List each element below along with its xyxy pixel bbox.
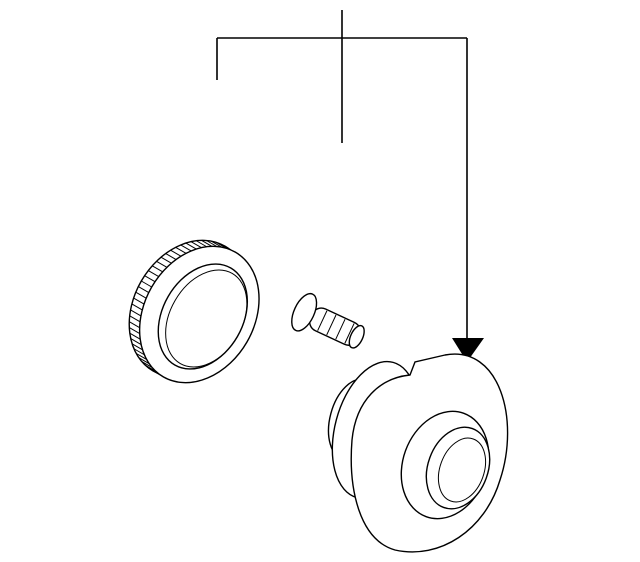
wheel-hub-assembly (327, 353, 509, 553)
ring-tooth (170, 249, 182, 257)
ring-tooth (211, 240, 223, 248)
ring-tooth (196, 240, 207, 248)
ring-tooth (190, 241, 202, 249)
ring-tooth (133, 297, 145, 305)
ring-tooth (148, 367, 160, 375)
ring-tooth (175, 246, 187, 254)
ring-tooth (141, 280, 152, 288)
ring-tooth (151, 265, 163, 273)
ring-tooth (141, 361, 153, 369)
ring-tooth (201, 239, 213, 247)
callout-leader-lines (216, 10, 484, 362)
ring-tooth (130, 309, 142, 317)
ring-tooth (133, 348, 145, 356)
ring-tooth (156, 260, 168, 268)
ring-tooth (180, 244, 192, 252)
ring-teeth (129, 239, 232, 378)
ring-tooth (135, 352, 147, 360)
ring-tooth (138, 357, 150, 365)
ring-tooth (144, 275, 156, 283)
ring-tooth (185, 242, 197, 250)
ring-tooth (131, 343, 143, 351)
ring-tooth (165, 253, 177, 260)
ring-tooth (129, 327, 140, 334)
ring-tooth (215, 241, 227, 249)
ring-tooth (206, 240, 218, 247)
ring-tooth (129, 321, 140, 329)
ring-tooth (131, 303, 143, 311)
hub-bolt (291, 292, 365, 349)
abs-tone-ring (128, 239, 260, 384)
ring-tooth (130, 338, 142, 346)
ring-tooth (148, 270, 159, 278)
ring-tooth (220, 243, 232, 251)
ring-tooth (138, 286, 149, 293)
ring-tooth (160, 256, 172, 264)
arrow-head-icon (452, 338, 484, 362)
ring-tooth (135, 291, 147, 299)
ring-tooth (129, 332, 141, 340)
ring-tooth (129, 315, 141, 323)
ring-tooth (144, 364, 156, 372)
